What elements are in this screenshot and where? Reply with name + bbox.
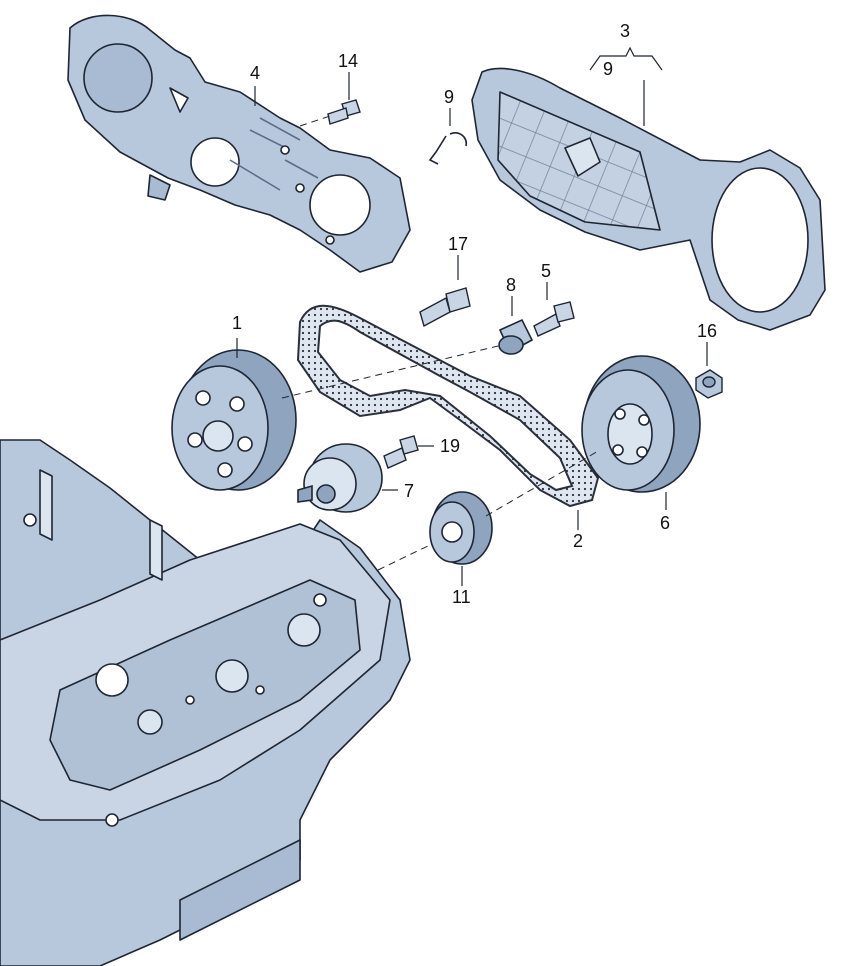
callout-5: 5 bbox=[541, 261, 552, 281]
timing-belt-part-2 bbox=[296, 304, 600, 508]
callout-8: 8 bbox=[506, 275, 517, 295]
clip-part-9 bbox=[428, 132, 468, 165]
callout-1: 1 bbox=[232, 313, 243, 333]
rear-timing-cover-part-4 bbox=[67, 14, 411, 273]
crank-sprocket-part-11 bbox=[429, 491, 493, 565]
callout-6: 6 bbox=[660, 513, 671, 533]
leader-lines bbox=[236, 46, 708, 586]
callout-2: 2 bbox=[573, 531, 584, 551]
callout-16: 16 bbox=[697, 321, 718, 341]
bolt-part-14 bbox=[327, 99, 361, 125]
callout-14: 14 bbox=[338, 51, 359, 71]
engine-block bbox=[0, 439, 411, 966]
callout-7: 7 bbox=[404, 481, 415, 501]
nut-part-16 bbox=[695, 369, 723, 399]
sleeve-part-8 bbox=[498, 318, 534, 355]
front-timing-cover-part-3 bbox=[471, 67, 826, 331]
callout-4: 4 bbox=[250, 63, 261, 83]
bolt-part-17 bbox=[419, 287, 471, 328]
bolt-part-5 bbox=[533, 301, 575, 337]
camshaft-sprocket-part-1 bbox=[171, 349, 297, 491]
callout-19: 19 bbox=[440, 436, 461, 456]
bolt-part-19 bbox=[383, 435, 419, 469]
assembly-axes bbox=[281, 115, 601, 571]
callout-9: 9 bbox=[444, 87, 455, 107]
callout-11: 11 bbox=[452, 587, 471, 607]
callout-17: 17 bbox=[448, 234, 469, 254]
callout-3-sub: 9 bbox=[603, 59, 614, 79]
tensioner-part-7 bbox=[297, 443, 383, 513]
callout-3: 3 bbox=[620, 21, 631, 41]
vibration-damper-part-6 bbox=[581, 355, 701, 493]
